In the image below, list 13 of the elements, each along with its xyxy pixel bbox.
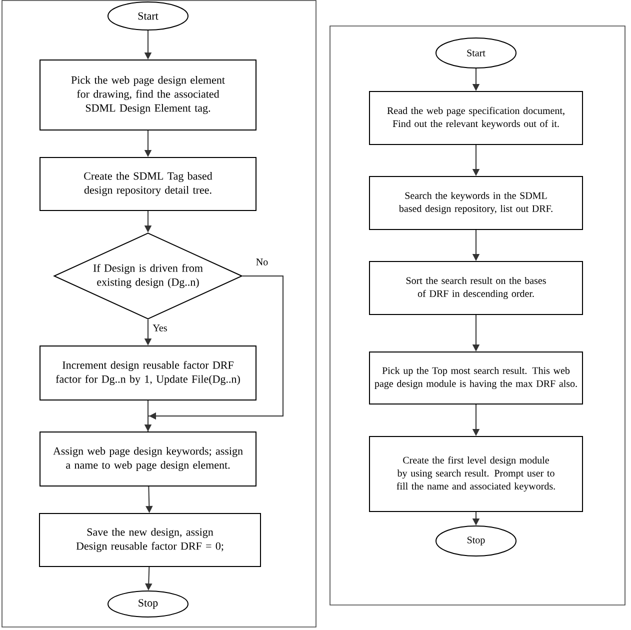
process-box: Assign web page design keywords; assign a name to web page design element. (40, 432, 256, 486)
process-box: Read the web page specification document, Find out the relevant keywords out of it. (369, 91, 583, 145)
process-box: Pick up the Top most search result. This web page design module is having the max DRF also. (369, 352, 583, 404)
process-box: Search the keywords in the SDML based design repository, list out DRF. (369, 176, 583, 230)
arrow (148, 276, 284, 432)
process-box: Pick the web page design element for drawing, find the associated SDML Design Element tag. (40, 60, 256, 130)
edge-label: No (254, 258, 270, 266)
process-box: Increment design reusable factor DRF factor for Dg..n by 1, Update File(Dg..n) (40, 346, 256, 400)
process-box: Create the first level design module by using search result. Prompt user to fill the name and associated keywords. (369, 436, 583, 512)
process-box: Create the SDML Tag based design repository detail tree. (40, 157, 256, 211)
process-box: Sort the search result on the bases of DRF in descending order. (369, 261, 583, 315)
process-box: Save the new design, assign Design reusable factor DRF = 0; (39, 513, 261, 567)
edge-label: Yes (152, 324, 168, 332)
